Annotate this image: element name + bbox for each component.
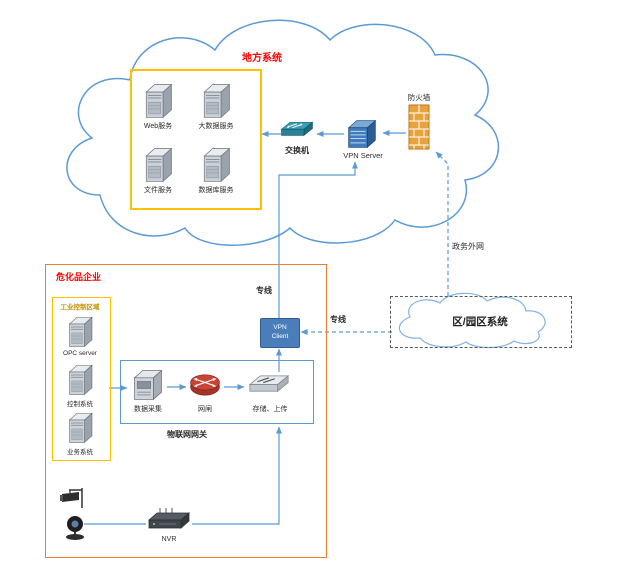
bigdata-server-label: 大数据服务 (198, 123, 234, 130)
connector-nvr-to-gateway (192, 426, 282, 525)
iot-gateway-label: 物联网网关 (167, 430, 207, 439)
storage-upload-icon (247, 373, 291, 396)
vpn-client-box: VPN Client (260, 318, 300, 348)
switch-label: 交换机 (285, 146, 309, 155)
vpn-server-icon (344, 118, 380, 150)
enterprise-title: 危化品企业 (56, 272, 102, 282)
gov-extranet-label: 政务外网 (452, 242, 484, 251)
enterprise-box (45, 264, 327, 558)
web-server-icon (141, 82, 175, 119)
database-server-icon (199, 146, 233, 183)
opc-server-icon (65, 315, 95, 348)
dedicated-line-vertical-label: 专线 (256, 286, 272, 295)
data-collector-icon (130, 367, 166, 403)
network-gap-icon (188, 372, 222, 398)
vpn-client-line2: Client (271, 333, 289, 340)
database-server-label: 数据库服务 (198, 187, 234, 194)
storage-upload-label: 存储、上传 (252, 406, 288, 413)
local-system-title: 地方系统 (242, 53, 282, 64)
industrial-control-zone-box (52, 297, 111, 461)
connector-gov-extranet-to-firewall (435, 151, 449, 296)
district-system-box (390, 296, 572, 348)
control-system-icon (65, 363, 95, 396)
district-system-cloud (398, 292, 546, 349)
local-servers-box (130, 69, 262, 210)
firewall-icon (408, 104, 430, 150)
firewall-label: 防火墙 (407, 93, 431, 102)
nvr-icon (146, 506, 192, 534)
iot-gateway-box (120, 360, 314, 424)
connector-vpnclient-to-vpnserver (278, 161, 358, 318)
nvr-label: NVR (161, 536, 177, 543)
industrial-zone-title: 工业控制区域 (60, 304, 100, 311)
web-server-label: Web服务 (143, 123, 173, 130)
data-collector-label: 数据采集 (134, 406, 162, 413)
switch-icon (280, 119, 314, 141)
vpn-server-label: VPN Server (343, 151, 383, 160)
vpn-client-line1: VPN (273, 324, 287, 332)
district-system-label: 区/园区系统 (452, 316, 508, 328)
file-server-icon (141, 146, 175, 183)
file-server-label: 文件服务 (144, 187, 172, 194)
network-gap-label: 网闸 (198, 406, 212, 413)
business-system-label: 业务系统 (67, 449, 93, 456)
surveillance-camera-icon (60, 486, 90, 542)
opc-server-label: OPC server (63, 350, 97, 357)
control-system-label: 控制系统 (67, 401, 93, 408)
business-system-icon (65, 411, 95, 444)
dedicated-line-horizontal-label: 专线 (330, 315, 346, 324)
bigdata-server-icon (199, 82, 233, 119)
